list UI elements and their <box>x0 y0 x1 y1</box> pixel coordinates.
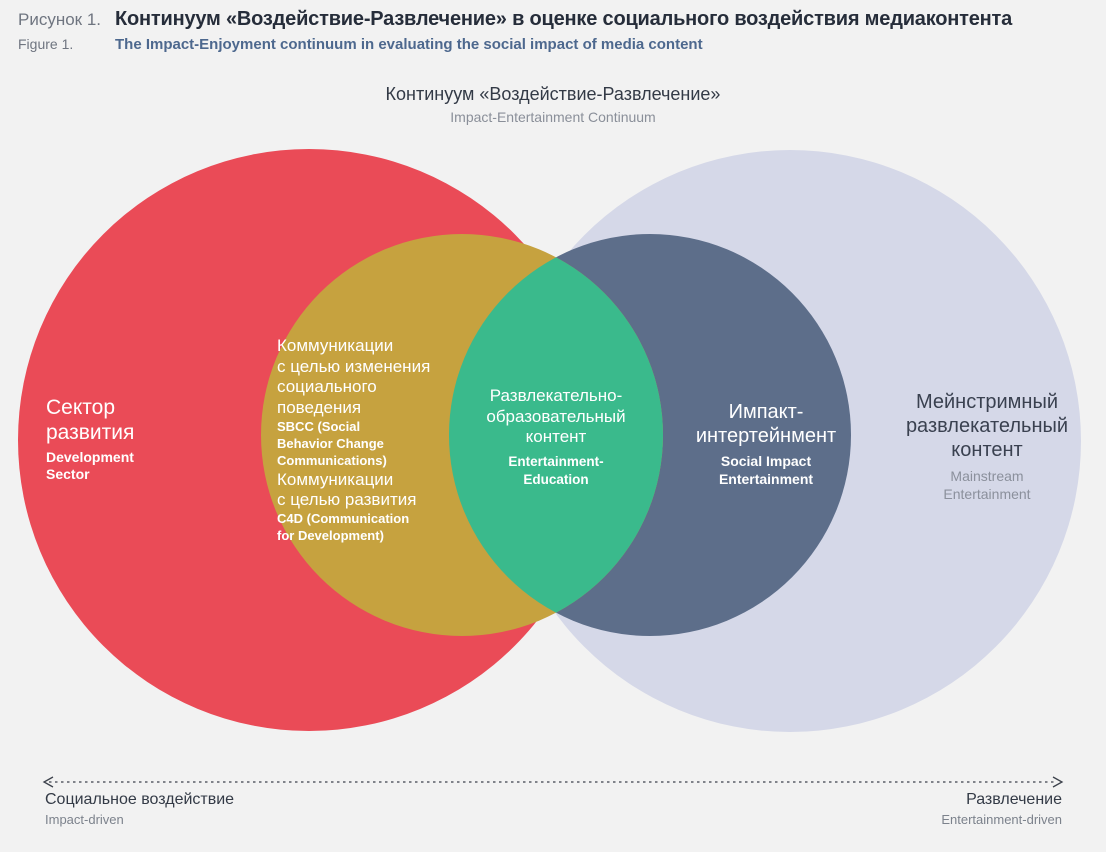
diagram-title: Континуум «Воздействие-Развлечение» Impa… <box>0 84 1106 125</box>
axis-right-ru: Развлечение <box>966 791 1062 808</box>
diagram-title-ru: Континуум «Воздействие-Развлечение» <box>385 84 721 104</box>
figure-header: Рисунок 1. Континуум «Воздействие-Развле… <box>18 8 1012 53</box>
sbcc-title: Коммуникации с целью изменения социально… <box>277 336 431 418</box>
sbcc-c4d-label: Коммуникации с целью изменения социально… <box>277 336 430 545</box>
c4d-title: Коммуникации с целью развития <box>277 469 417 510</box>
development-sector-title: Сектор развития <box>46 396 135 444</box>
impact-entertainment-subtitle: Social Impact Entertainment <box>718 453 814 488</box>
mainstream-entertainment-label: Мейнстримный развлекательный контент Mai… <box>880 390 1094 503</box>
c4d-subtitle: C4D (Communication for Development) <box>277 511 410 543</box>
figure-title-ru: Континуум «Воздействие-Развлечение» в оц… <box>115 8 1013 30</box>
entertainment-education-label: Развлекательно- образовательный контент … <box>456 386 656 488</box>
development-sector-subtitle: Development Sector <box>46 448 134 483</box>
sbcc-subtitle: SBCC (Social Behavior Change Communicati… <box>277 418 387 468</box>
development-sector-label: Сектор развития Development Sector <box>46 396 134 484</box>
mainstream-title: Мейнстримный развлекательный контент <box>905 391 1069 461</box>
impact-entertainment-label: Импакт- интертейнмент Social Impact Ente… <box>666 400 866 488</box>
figure-title-en: The Impact-Enjoyment continuum in evalua… <box>115 36 703 53</box>
entertainment-education-subtitle: Entertainment- Education <box>508 454 604 487</box>
entertainment-education-lens <box>449 234 663 636</box>
figure-label-en: Figure 1. <box>18 36 74 52</box>
axis-right-label: Развлечение Entertainment-driven <box>941 791 1062 827</box>
axis-right-en: Entertainment-driven <box>941 812 1062 827</box>
axis-left-en: Impact-driven <box>45 812 124 827</box>
mainstream-subtitle: Mainstream Entertainment <box>943 468 1031 503</box>
axis-left-label: Социальное воздействие Impact-driven <box>45 791 234 827</box>
continuum-arrow <box>42 776 1064 788</box>
figure-label-ru: Рисунок 1. <box>18 10 102 29</box>
diagram-title-en: Impact-Entertainment Continuum <box>450 109 656 125</box>
impact-entertainment-title: Импакт- интертейнмент <box>695 401 837 447</box>
axis-left-ru: Социальное воздействие <box>45 791 235 808</box>
entertainment-education-title: Развлекательно- образовательный контент <box>486 386 626 447</box>
